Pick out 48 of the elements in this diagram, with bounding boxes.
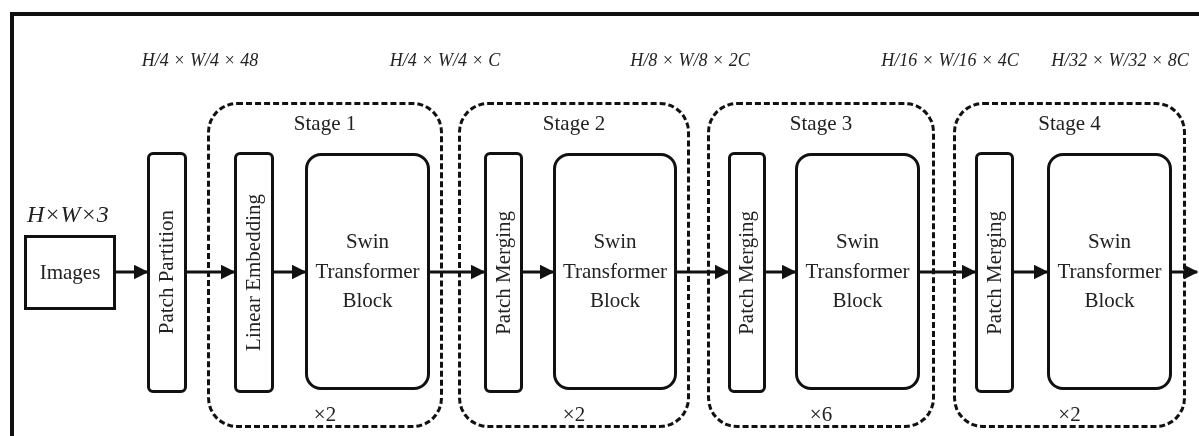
arrow — [766, 264, 797, 280]
block-box — [553, 153, 677, 390]
layer-box — [147, 152, 187, 393]
dimension-label: H×W×3 — [27, 201, 109, 228]
arrow — [677, 264, 730, 280]
layer-label: Patch Merging — [489, 210, 516, 335]
repeat-count: ×2 — [1058, 402, 1081, 427]
arrow — [274, 264, 307, 280]
dimension-label: H/4 × W/4 × C — [389, 50, 501, 71]
block-label: Swin Transformer Block — [314, 228, 421, 315]
image-box — [24, 235, 116, 310]
stage-title: Stage 3 — [789, 111, 853, 136]
dimension-label: H/32 × W/32 × 8C — [1051, 50, 1189, 71]
dimension-label: H/8 × W/8 × 2C — [630, 50, 750, 71]
stage-group — [953, 102, 1186, 428]
arrow — [1014, 264, 1049, 280]
layer-box — [975, 152, 1014, 393]
block-box — [305, 153, 430, 390]
stage-group — [458, 102, 690, 428]
arrow — [1172, 264, 1199, 280]
layer-label: Patch Partition — [153, 210, 180, 335]
stage-group — [707, 102, 935, 428]
arrow — [187, 264, 236, 280]
arrow — [523, 264, 555, 280]
arrow — [920, 264, 977, 280]
block-label: Swin Transformer Block — [561, 228, 669, 315]
block-label: Swin Transformer Block — [804, 228, 911, 315]
stage-title: Stage 2 — [542, 111, 606, 136]
repeat-count: ×2 — [562, 402, 586, 427]
layer-box — [234, 152, 274, 393]
arrow — [430, 264, 486, 280]
layer-label: Patch Merging — [980, 210, 1007, 335]
stage-title: Stage 4 — [1038, 111, 1101, 136]
repeat-count: ×2 — [313, 402, 337, 427]
layer-label: Patch Merging — [733, 210, 760, 335]
layer-label: Linear Embedding — [240, 194, 267, 351]
layer-box — [484, 152, 523, 393]
arrow — [116, 264, 149, 280]
block-box — [795, 153, 920, 390]
block-box — [1047, 153, 1172, 390]
repeat-count: ×6 — [809, 402, 833, 427]
stage-title: Stage 1 — [293, 111, 357, 136]
layer-box — [728, 152, 766, 393]
stage-group — [207, 102, 443, 428]
dimension-label: H/16 × W/16 × 4C — [881, 50, 1019, 71]
block-label: Swin Transformer Block — [1056, 228, 1163, 315]
block-label: Images — [39, 258, 101, 286]
dimension-label: H/4 × W/4 × 48 — [141, 50, 259, 71]
